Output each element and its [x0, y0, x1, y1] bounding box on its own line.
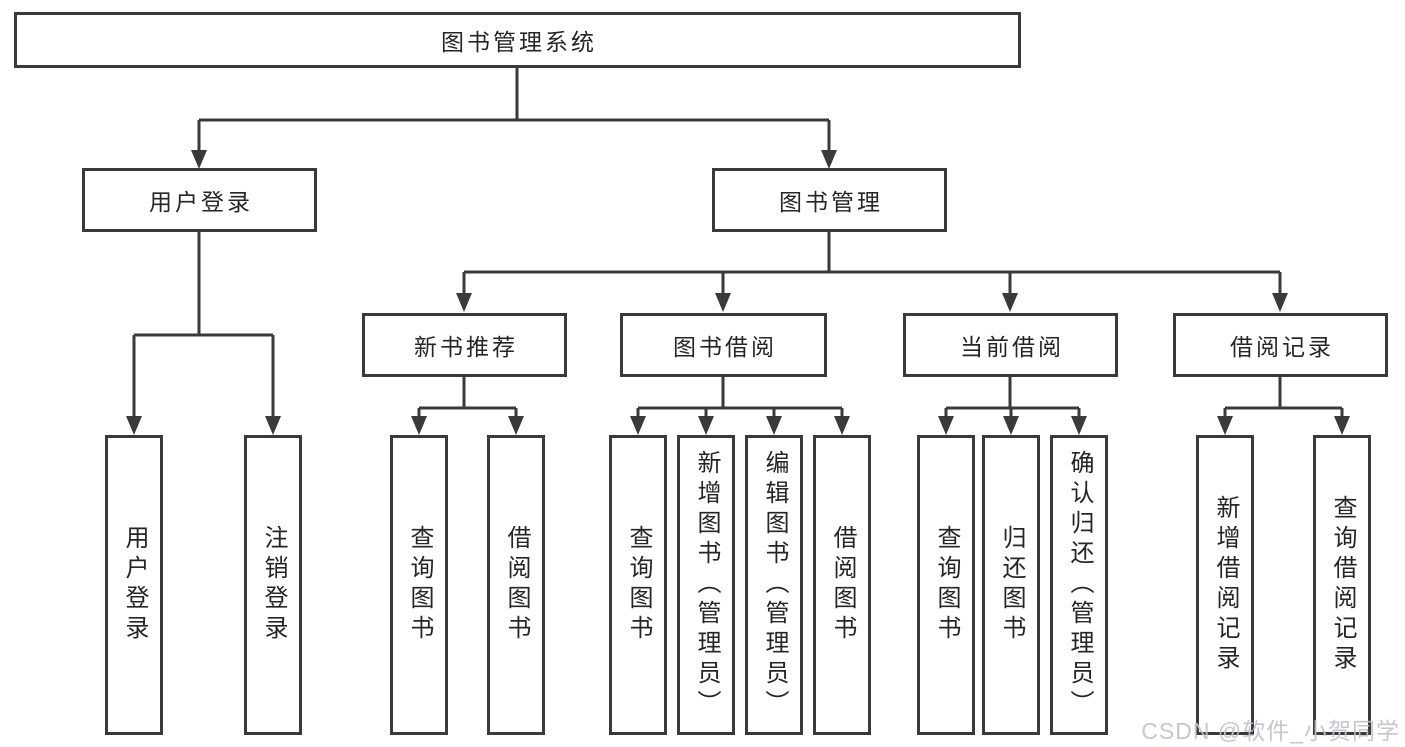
node-book-management: 图书管理 — [712, 168, 947, 232]
node-leaf-user-login: 用户登录 — [105, 435, 163, 735]
node-new-book-recommendation-label: 新书推荐 — [414, 334, 518, 360]
node-leaf-query-borrow-record: 查询借阅记录 — [1313, 435, 1371, 735]
watermark: CSDN @软件_小贺同学 — [1141, 718, 1400, 744]
node-current-borrowing: 当前借阅 — [903, 313, 1118, 377]
node-user-login-label: 用户登录 — [149, 189, 253, 215]
node-leaf-recommend-borrow-books: 借阅图书 — [487, 435, 545, 735]
node-leaf-return-books-label: 归还图书 — [998, 525, 1025, 645]
node-user-login: 用户登录 — [82, 168, 317, 232]
node-leaf-borrowing-borrow-books-label: 借阅图书 — [829, 525, 856, 645]
node-leaf-add-books-admin: 新增图书（管理员） — [677, 435, 735, 735]
node-leaf-borrowing-query-books-label: 查询图书 — [625, 525, 652, 645]
node-leaf-logout-label: 注销登录 — [260, 525, 287, 645]
node-leaf-confirm-return-admin-label: 确认归还（管理员） — [1066, 450, 1093, 720]
node-leaf-add-books-admin-label: 新增图书（管理员） — [693, 450, 720, 720]
node-leaf-add-borrow-record: 新增借阅记录 — [1196, 435, 1254, 735]
node-current-borrowing-label: 当前借阅 — [960, 334, 1064, 360]
node-book-borrowing-label: 图书借阅 — [673, 334, 777, 360]
node-leaf-current-query-books-label: 查询图书 — [933, 525, 960, 645]
node-leaf-user-login-label: 用户登录 — [121, 525, 148, 645]
node-borrowing-records: 借阅记录 — [1173, 313, 1388, 377]
node-leaf-recommend-query-books: 查询图书 — [390, 435, 448, 735]
node-leaf-edit-books-admin: 编辑图书（管理员） — [745, 435, 803, 735]
node-borrowing-records-label: 借阅记录 — [1230, 334, 1334, 360]
node-leaf-logout: 注销登录 — [244, 435, 302, 735]
node-leaf-current-query-books: 查询图书 — [917, 435, 975, 735]
node-leaf-confirm-return-admin: 确认归还（管理员） — [1050, 435, 1108, 735]
node-new-book-recommendation: 新书推荐 — [362, 313, 567, 377]
node-book-management-label: 图书管理 — [779, 189, 883, 215]
node-leaf-return-books: 归还图书 — [982, 435, 1040, 735]
node-leaf-edit-books-admin-label: 编辑图书（管理员） — [761, 450, 788, 720]
node-root: 图书管理系统 — [14, 12, 1021, 68]
node-root-label: 图书管理系统 — [441, 29, 597, 55]
node-leaf-borrowing-query-books: 查询图书 — [609, 435, 667, 735]
node-leaf-recommend-query-books-label: 查询图书 — [406, 525, 433, 645]
node-book-borrowing: 图书借阅 — [620, 313, 827, 377]
node-leaf-add-borrow-record-label: 新增借阅记录 — [1212, 495, 1239, 675]
node-leaf-recommend-borrow-books-label: 借阅图书 — [503, 525, 530, 645]
node-leaf-borrowing-borrow-books: 借阅图书 — [813, 435, 871, 735]
node-leaf-query-borrow-record-label: 查询借阅记录 — [1329, 495, 1356, 675]
